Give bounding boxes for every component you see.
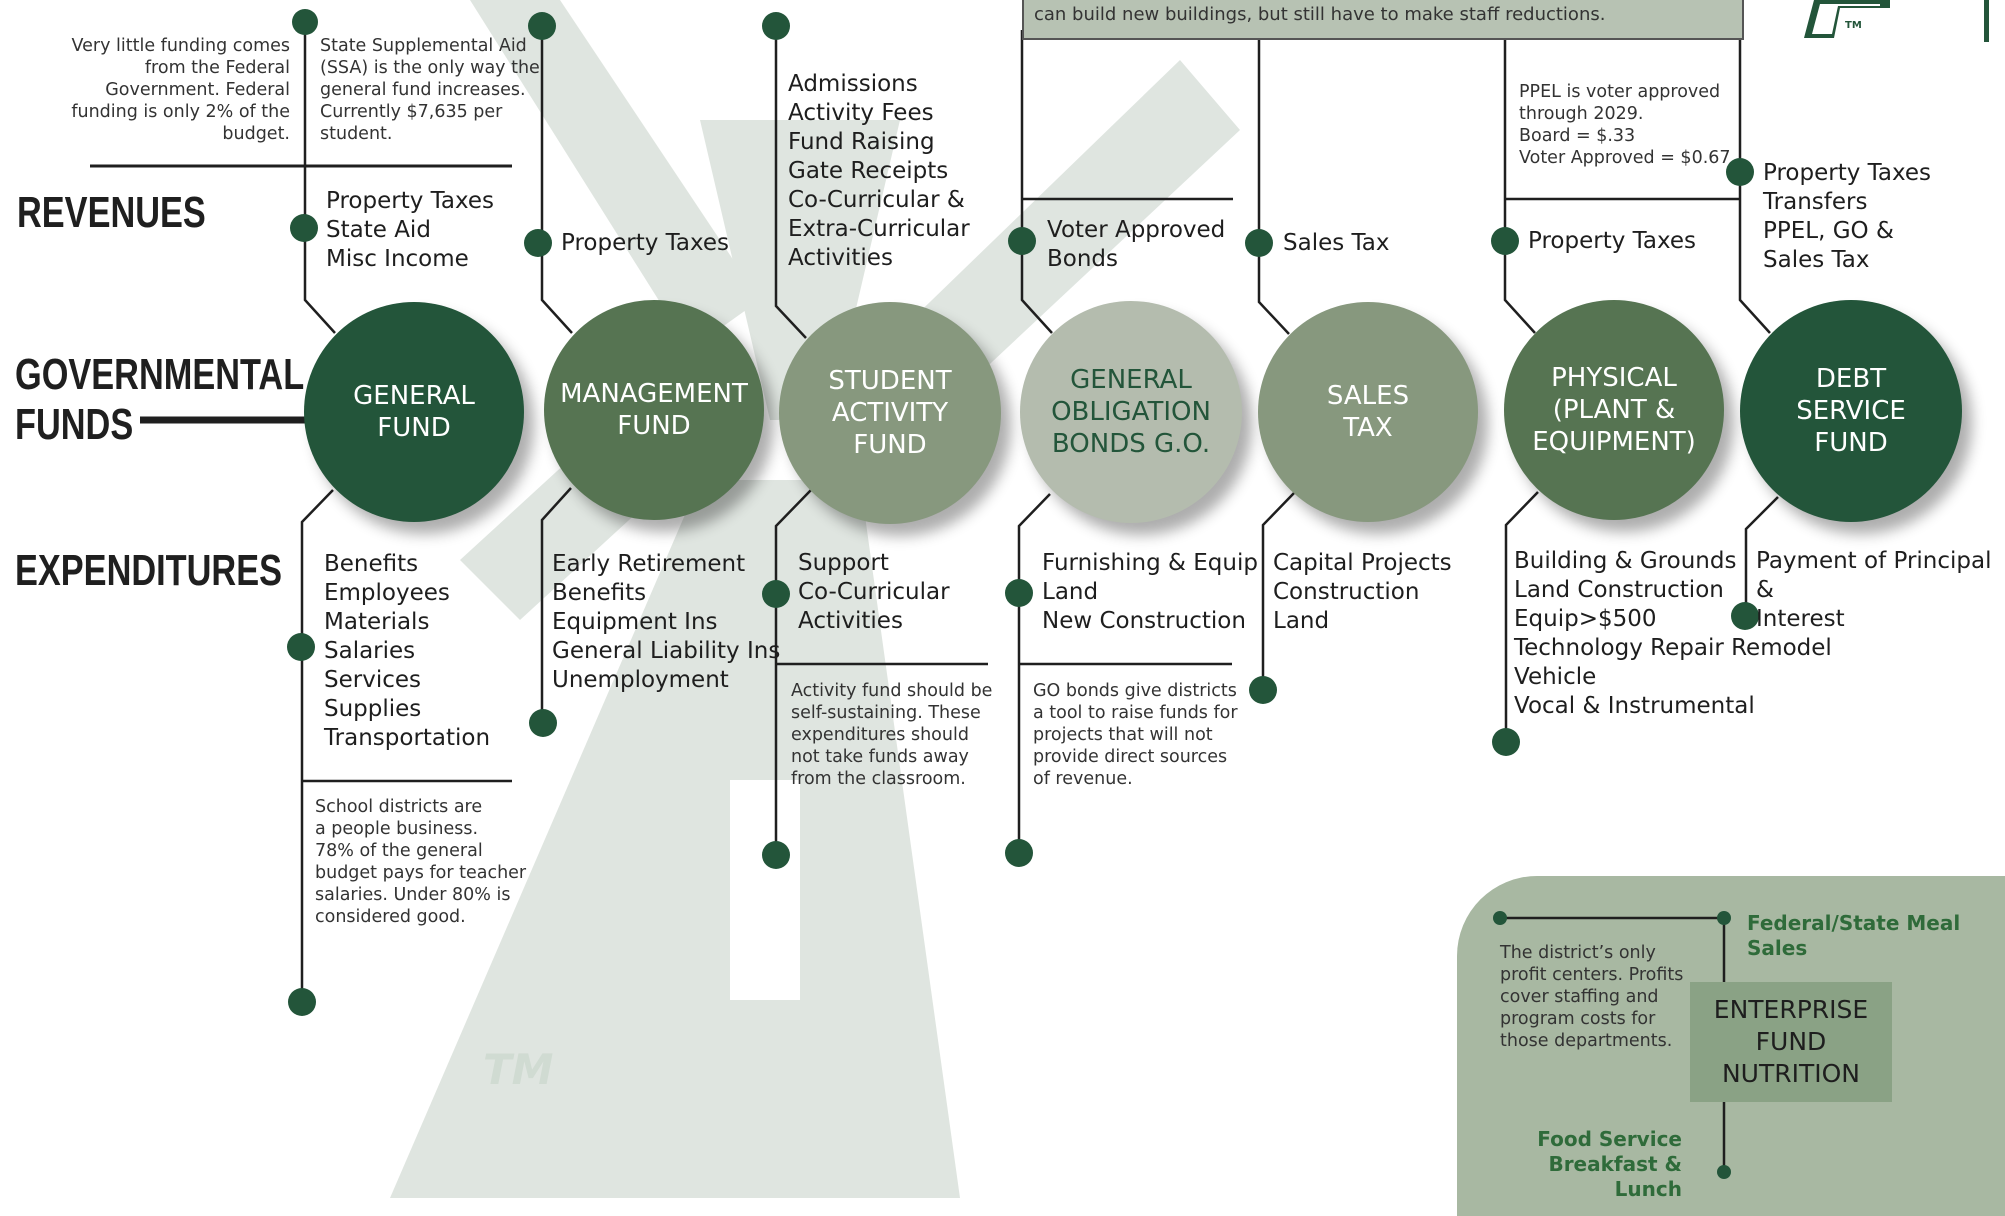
ssa-note: State Supplemental Aid (SSA) is the only… bbox=[320, 36, 540, 144]
watermark-tm: TM bbox=[483, 1045, 554, 1094]
student-activity-fund-circle: STUDENT ACTIVITY FUND bbox=[779, 302, 1001, 524]
debt-service-revenues: Property Taxes Transfers PPEL, GO & Sale… bbox=[1763, 160, 1932, 273]
go-bonds-revenues: Voter Approved Bonds bbox=[1047, 217, 1226, 272]
physical-plant-expenditures: Building & Grounds Land Construction Equ… bbox=[1514, 548, 1832, 719]
go-bonds-circle: GENERAL OBLIGATION BONDS G.O. bbox=[1020, 301, 1242, 523]
management-fund-expenditures: Early Retirement Benefits Equipment Ins … bbox=[552, 551, 781, 693]
logo-tm: TM bbox=[1845, 20, 1862, 31]
student-activity-revenues: Admissions Activity Fees Fund Raising Ga… bbox=[788, 71, 970, 271]
federal-funding-note: Very little funding comes from the Feder… bbox=[71, 36, 290, 144]
connector-lines bbox=[300, 22, 1779, 1172]
enterprise-connectors bbox=[1493, 911, 1731, 1179]
debt-service-expenditures: Payment of Principal & Interest bbox=[1756, 548, 1992, 632]
ppel-note: PPEL is voter approved through 2029. Boa… bbox=[1519, 82, 1731, 168]
top-note-box bbox=[1022, 0, 1744, 40]
sales-tax-expenditures: Capital Projects Construction Land bbox=[1273, 550, 1452, 634]
enterprise-revenue: Federal/State Meal Sales bbox=[1747, 911, 1961, 960]
connector-dots bbox=[287, 9, 1759, 1016]
management-fund-circle: MANAGEMENT FUND bbox=[544, 300, 764, 520]
people-business-note: School districts are a people business. … bbox=[315, 797, 527, 927]
management-fund-revenues: Property Taxes bbox=[561, 230, 730, 256]
enterprise-note: The district’s only profit centers. Prof… bbox=[1500, 943, 1684, 1051]
go-bonds-expenditures: Furnishing & Equip Land New Construction bbox=[1042, 550, 1258, 634]
governmental-funds-heading: GOVERNMENTAL FUNDS bbox=[15, 350, 305, 449]
general-fund-revenues: Property Taxes State Aid Misc Income bbox=[326, 188, 495, 272]
physical-plant-circle: PHYSICAL (PLANT & EQUIPMENT) bbox=[1504, 300, 1724, 520]
revenues-heading: REVENUES bbox=[17, 188, 206, 237]
general-fund-circle: GENERAL FUND bbox=[304, 302, 524, 522]
top-note: can build new buildings, but still have … bbox=[1034, 4, 1606, 25]
physical-plant-revenues: Property Taxes bbox=[1528, 228, 1697, 254]
activity-fund-note: Activity fund should be self-sustaining.… bbox=[791, 681, 993, 789]
logo-icon bbox=[1804, 0, 1989, 42]
go-bonds-note: GO bonds give districts a tool to raise … bbox=[1033, 681, 1238, 789]
sales-tax-circle: SALES TAX bbox=[1258, 302, 1478, 522]
enterprise-expenditure: Food Service Breakfast & Lunch bbox=[1537, 1127, 1682, 1201]
enterprise-fund-box: ENTERPRISE FUND NUTRITION bbox=[1690, 982, 1892, 1102]
debt-service-circle: DEBT SERVICE FUND bbox=[1740, 300, 1962, 522]
general-fund-expenditures: Benefits Employees Materials Salaries Se… bbox=[324, 551, 491, 751]
student-activity-expenditures: Support Co-Curricular Activities bbox=[798, 550, 950, 634]
expenditures-heading: EXPENDITURES bbox=[15, 546, 282, 595]
sales-tax-revenues: Sales Tax bbox=[1283, 230, 1390, 256]
